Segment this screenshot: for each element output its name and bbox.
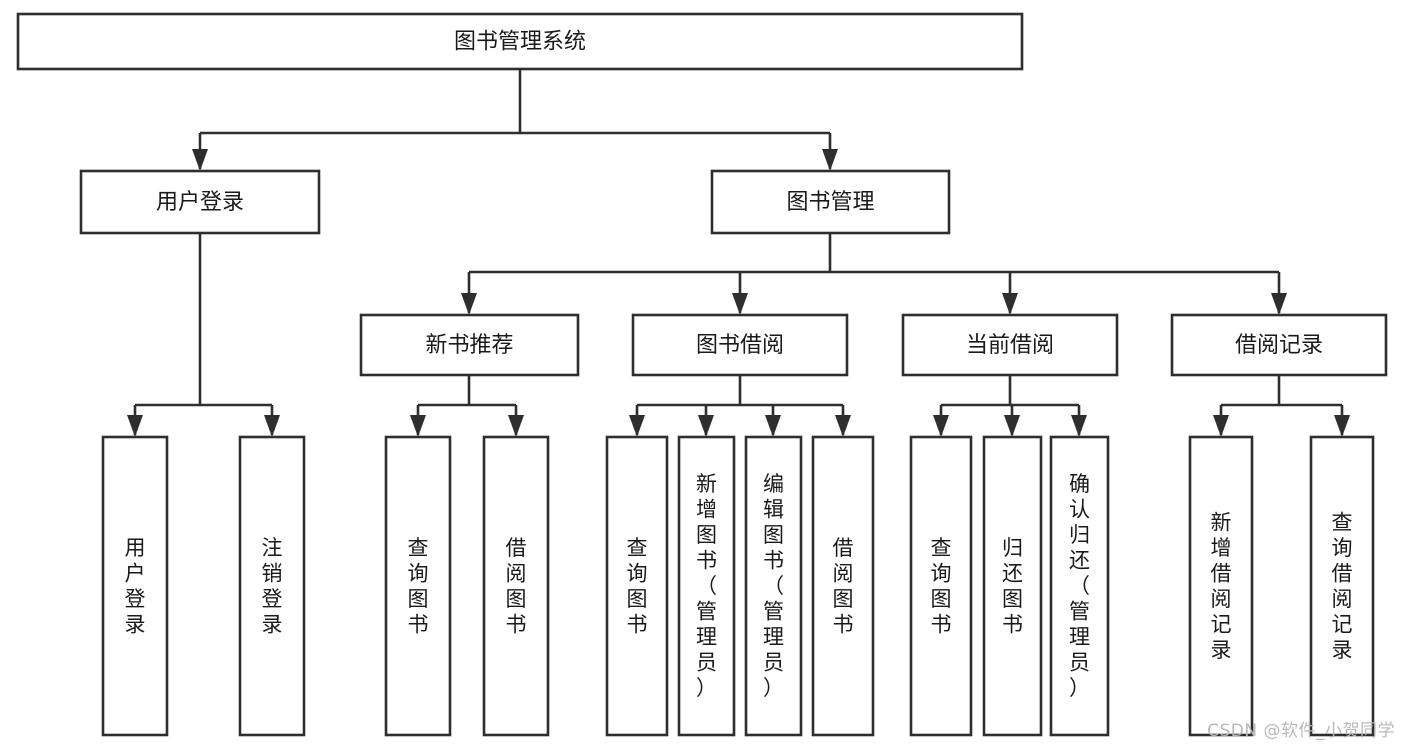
node-new-book-recommend-box[interactable] — [359, 313, 580, 377]
arrow-head-icon — [410, 415, 426, 437]
node-leaf-borrow-book-label: 借阅图书 — [833, 536, 854, 637]
node-leaf-edit-book-label: 编辑图书（管理员） — [763, 472, 784, 700]
node-leaf-add-book[interactable]: 新增图书（管理员） — [677, 435, 736, 737]
node-leaf-borrow-book-recommend-label: 借阅图书 — [506, 536, 527, 637]
node-user-login-label: 用户登录 — [156, 190, 244, 215]
nodes-layer: 图书管理系统用户登录图书管理新书推荐图书借阅当前借阅借阅记录用户登录注销登录查询… — [16, 12, 1388, 737]
node-book-management-label: 图书管理 — [786, 190, 874, 215]
node-leaf-query-book-borrow-box[interactable] — [605, 435, 669, 737]
arrow-head-icon — [1213, 415, 1229, 437]
node-leaf-return-book-label: 归还图书 — [1002, 536, 1023, 637]
node-leaf-query-book-recommend-label: 查询图书 — [408, 536, 429, 637]
arrow-head-icon — [765, 415, 781, 437]
node-leaf-query-book-borrow-label: 查询图书 — [627, 536, 648, 637]
node-leaf-query-borrow-record-box[interactable] — [1309, 435, 1375, 737]
node-leaf-query-book-current[interactable]: 查询图书 — [909, 435, 973, 737]
node-leaf-query-book-recommend-box[interactable] — [384, 435, 452, 737]
node-leaf-user-login[interactable]: 用户登录 — [101, 435, 169, 737]
node-current-borrow-label: 当前借阅 — [966, 333, 1054, 358]
node-borrow-record-label: 借阅记录 — [1235, 333, 1323, 358]
node-leaf-return-book[interactable]: 归还图书 — [982, 435, 1043, 737]
arrow-head-icon — [508, 415, 524, 437]
arrow-head-icon — [127, 415, 143, 437]
node-leaf-query-book-current-box[interactable] — [909, 435, 973, 737]
node-new-book-recommend-label: 新书推荐 — [425, 333, 513, 358]
node-borrow-record[interactable]: 借阅记录 — [1170, 313, 1388, 377]
node-leaf-borrow-book-recommend[interactable]: 借阅图书 — [482, 435, 550, 737]
arrow-head-icon — [629, 415, 645, 437]
node-leaf-confirm-return[interactable]: 确认归还（管理员） — [1049, 435, 1110, 737]
node-leaf-borrow-book[interactable]: 借阅图书 — [811, 435, 875, 737]
node-leaf-add-book-box[interactable] — [677, 435, 736, 737]
node-book-management-box[interactable] — [710, 169, 951, 235]
arrow-head-icon — [822, 149, 838, 171]
node-leaf-user-logout[interactable]: 注销登录 — [238, 435, 306, 737]
node-leaf-borrow-book-recommend-box[interactable] — [482, 435, 550, 737]
node-book-borrow-box[interactable] — [631, 313, 849, 377]
arrow-head-icon — [1271, 293, 1287, 315]
arrow-head-icon — [835, 415, 851, 437]
arrow-head-icon — [192, 149, 208, 171]
node-book-borrow-label: 图书借阅 — [696, 333, 784, 358]
arrow-head-icon — [1002, 293, 1018, 315]
arrow-head-icon — [461, 293, 477, 315]
arrow-head-icon — [698, 415, 714, 437]
arrow-head-icon — [732, 293, 748, 315]
node-root-label: 图书管理系统 — [454, 30, 586, 55]
node-leaf-edit-book[interactable]: 编辑图书（管理员） — [744, 435, 803, 737]
arrow-head-icon — [1071, 415, 1087, 437]
node-leaf-query-borrow-record-label: 查询借阅记录 — [1332, 510, 1353, 662]
node-leaf-add-book-label: 新增图书（管理员） — [696, 472, 717, 700]
edges-layer — [127, 69, 1350, 437]
node-current-borrow-box[interactable] — [901, 313, 1119, 377]
node-leaf-user-logout-box[interactable] — [238, 435, 306, 737]
node-leaf-user-login-label: 用户登录 — [125, 536, 146, 637]
node-leaf-return-book-box[interactable] — [982, 435, 1043, 737]
arrow-head-icon — [1334, 415, 1350, 437]
arrow-head-icon — [933, 415, 949, 437]
node-leaf-user-logout-label: 注销登录 — [262, 536, 283, 637]
node-leaf-query-borrow-record[interactable]: 查询借阅记录 — [1309, 435, 1375, 737]
node-root-box[interactable] — [16, 12, 1024, 71]
node-leaf-query-book-recommend[interactable]: 查询图书 — [384, 435, 452, 737]
node-leaf-confirm-return-label: 确认归还（管理员） — [1069, 472, 1090, 700]
node-user-login-box[interactable] — [79, 169, 321, 235]
node-leaf-add-borrow-record[interactable]: 新增借阅记录 — [1188, 435, 1254, 737]
node-leaf-query-book-borrow[interactable]: 查询图书 — [605, 435, 669, 737]
arrow-head-icon — [264, 415, 280, 437]
node-book-management[interactable]: 图书管理 — [710, 169, 951, 235]
node-leaf-add-borrow-record-label: 新增借阅记录 — [1211, 510, 1232, 662]
node-leaf-confirm-return-box[interactable] — [1049, 435, 1110, 737]
node-user-login[interactable]: 用户登录 — [79, 169, 321, 235]
node-leaf-query-book-current-label: 查询图书 — [931, 536, 952, 637]
node-borrow-record-box[interactable] — [1170, 313, 1388, 377]
node-root[interactable]: 图书管理系统 — [16, 12, 1024, 71]
node-current-borrow[interactable]: 当前借阅 — [901, 313, 1119, 377]
node-leaf-add-borrow-record-box[interactable] — [1188, 435, 1254, 737]
node-leaf-user-login-box[interactable] — [101, 435, 169, 737]
node-leaf-borrow-book-box[interactable] — [811, 435, 875, 737]
arrow-head-icon — [1004, 415, 1020, 437]
node-new-book-recommend[interactable]: 新书推荐 — [359, 313, 580, 377]
node-book-borrow[interactable]: 图书借阅 — [631, 313, 849, 377]
node-leaf-edit-book-box[interactable] — [744, 435, 803, 737]
